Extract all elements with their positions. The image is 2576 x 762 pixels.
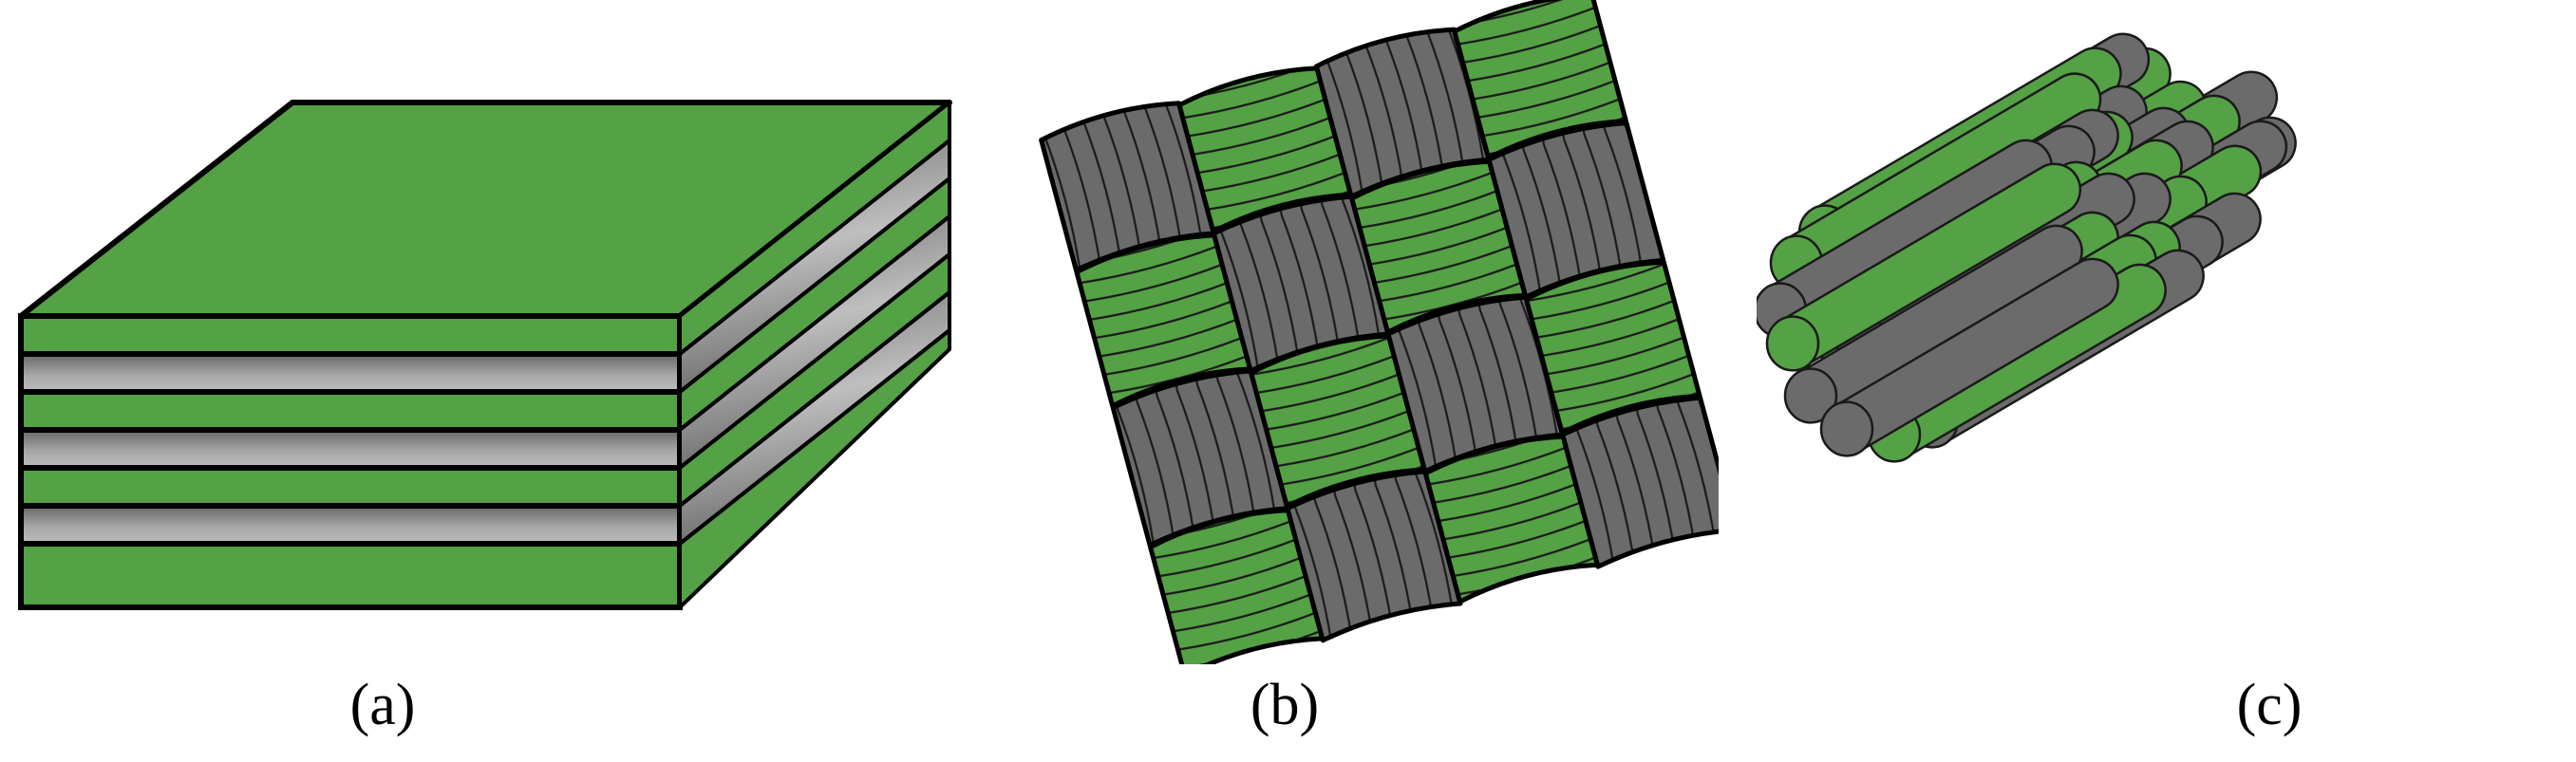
green-fiber [1777,162,2082,367]
rods [1757,32,2297,463]
woven-diagram [1039,0,1719,664]
gray-fiber [1832,257,2119,453]
panel-a-laminate [0,0,987,664]
fiber-end-cap [1765,315,1820,372]
fiber-end-cap [1819,400,1874,457]
caption-b: (b) [1250,673,1320,737]
caption-a: (a) [349,673,416,737]
laminate-diagram [18,100,952,610]
panel-b-woven [1035,0,1719,664]
fiber-bundle-diagram [1757,32,2297,463]
fiber-end-cap [1783,367,1838,424]
side-layers [678,101,951,609]
cell-gray [1560,395,1719,569]
weave-grid [1039,0,1719,664]
front-layers [18,313,683,610]
panel-c-fiber-bundle [1757,0,2576,664]
caption-c: (c) [2236,673,2303,737]
